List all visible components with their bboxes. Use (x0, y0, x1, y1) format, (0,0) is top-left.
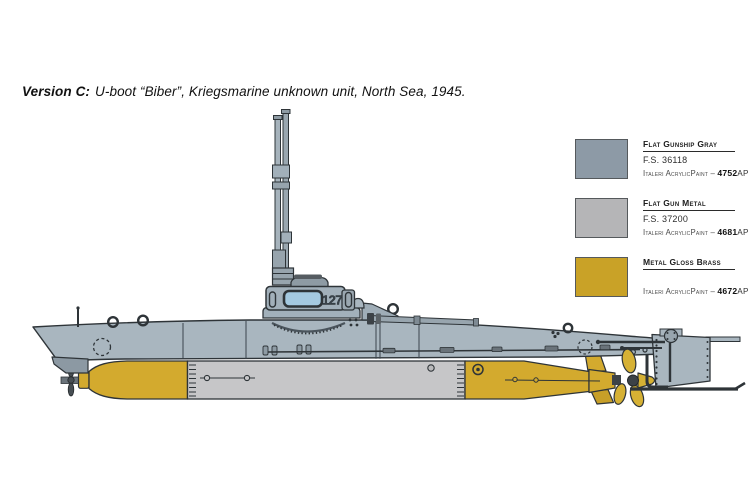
paint-name: Flat Gunship Gray (643, 139, 718, 149)
periscope-mast (272, 109, 292, 277)
tower-window (282, 289, 324, 308)
paint-code: 4681 (717, 227, 738, 237)
paint-divider (643, 269, 735, 270)
deck-fittings (361, 302, 479, 327)
paint-brand-line: Italeri AcrylicPaint – 4672AP (643, 286, 749, 297)
version-description: U-boot “Biber”, Kriegsmarine unknown uni… (95, 84, 466, 99)
torpedo-mid-section (186, 360, 466, 400)
paint-code-suffix: AP (737, 287, 749, 296)
paint-code-suffix: AP (737, 228, 749, 237)
tower-sling (271, 321, 346, 333)
paint-fs-code: F.S. 36118 (643, 155, 688, 165)
paint-fs-code: F.S. 37200 (643, 214, 689, 224)
paint-code: 4752 (717, 168, 738, 178)
paint-brand: Italeri AcrylicPaint (643, 169, 709, 178)
paint-name: Metal Gloss Brass (643, 257, 721, 267)
paint-divider (643, 151, 735, 152)
paint-brand-line: Italeri AcrylicPaint – 4681AP (643, 227, 749, 238)
main-hull (32, 303, 705, 374)
paint-code-suffix: AP (737, 169, 749, 178)
version-label: Version C: (22, 84, 91, 99)
stern-hatch (577, 339, 593, 355)
paint-sep: – (710, 228, 715, 237)
paint-sep: – (710, 169, 715, 178)
paint-item: Flat Gun Metal F.S. 37200 Italeri Acryli… (575, 198, 749, 238)
bow-hatch (92, 337, 112, 357)
paint-fs-code (643, 273, 745, 284)
rudder-assembly (595, 328, 746, 391)
tower-right-handle (344, 291, 353, 308)
lifting-eyes (106, 303, 574, 334)
paint-swatch-gun-metal (575, 198, 628, 238)
paint-divider (643, 210, 735, 211)
page-title: Version C: U-boot “Biber”, Kriegsmarine u… (22, 84, 466, 99)
stern-skid-pipe (645, 354, 668, 389)
tower-left-handle (268, 291, 277, 308)
paint-sep: – (710, 287, 715, 296)
hull-number: 127 (322, 293, 342, 308)
paint-code: 4672 (717, 286, 738, 296)
paint-name: Flat Gun Metal (643, 198, 706, 208)
paint-item: Flat Gunship Gray F.S. 36118 Italeri Acr… (575, 139, 749, 179)
paint-brand: Italeri AcrylicPaint (643, 228, 709, 237)
paint-swatch-gunship-gray (575, 139, 628, 179)
paint-swatch-brass (575, 257, 628, 297)
paint-brand-line: Italeri AcrylicPaint – 4752AP (643, 168, 749, 179)
paint-brand: Italeri AcrylicPaint (643, 287, 709, 296)
paint-item: Metal Gloss Brass Italeri AcrylicPaint –… (575, 257, 749, 297)
bow-fairing (51, 356, 89, 374)
conning-tower: 127 (262, 267, 365, 319)
stern-propeller (612, 348, 656, 408)
